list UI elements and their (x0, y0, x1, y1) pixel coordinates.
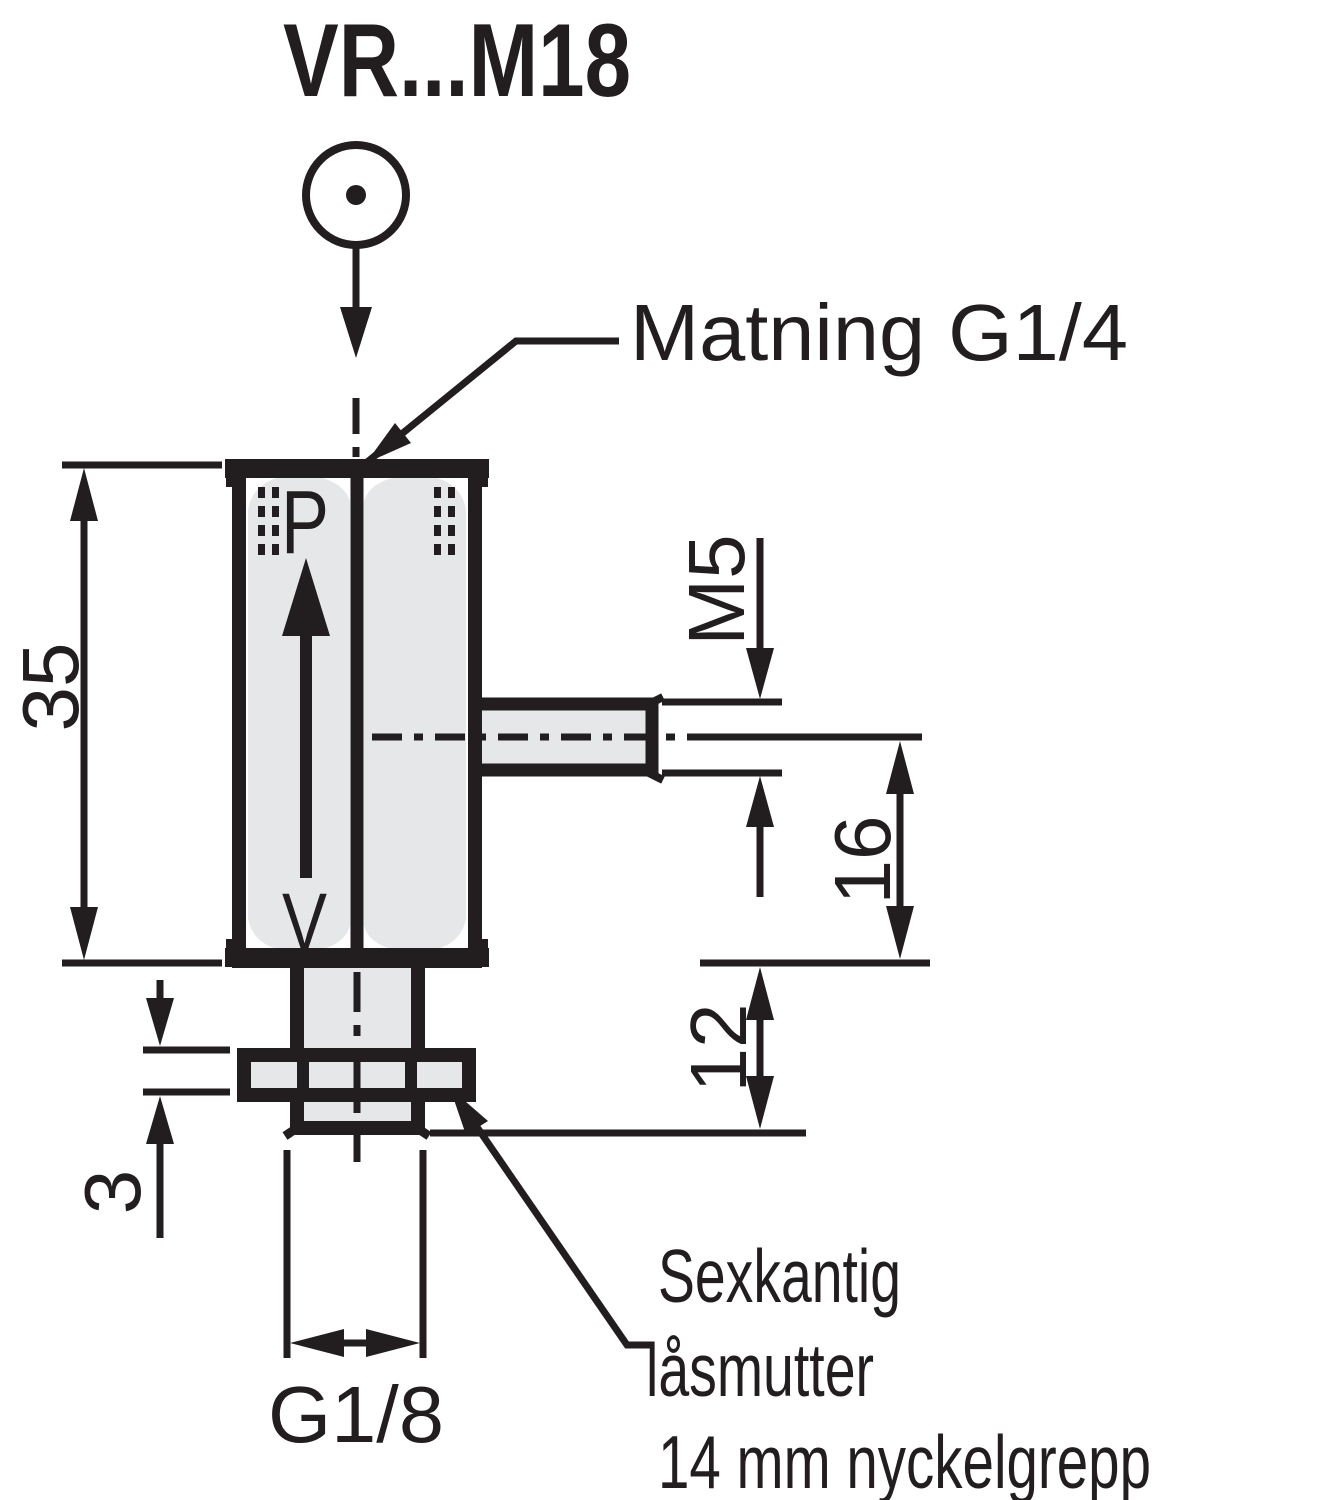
body-top-face (225, 459, 489, 478)
stem-chamfer-top (643, 693, 665, 710)
dim-text-35: 35 (6, 643, 95, 732)
dim-text-12: 12 (674, 1004, 763, 1093)
dim-text-m5: M5 (672, 534, 761, 645)
thread-dots-left (258, 487, 279, 555)
dimension-m5: M5 (662, 534, 782, 897)
arrow-head (746, 967, 774, 1020)
supply-label: Matning G1/4 (630, 288, 1128, 377)
bottom-corner-tick-right (479, 939, 488, 948)
dimension-16: 16 (700, 741, 930, 967)
dim-text-16: 16 (818, 816, 907, 905)
arrow-head (290, 1329, 344, 1357)
thread-dots-right (434, 487, 455, 555)
leader-arrow-head (366, 423, 411, 463)
stem-chamfer-bottom (643, 767, 665, 784)
drawing-title: VR...M18 (283, 3, 631, 119)
dimension-g18: G1/8 (268, 1150, 444, 1459)
supply-arrow-head (340, 307, 372, 358)
locknut-label-line2: låsmutter (646, 1328, 874, 1412)
arrow-head (746, 648, 774, 699)
arrow-head (70, 468, 98, 521)
arrow-head (886, 906, 914, 959)
supply-flow-symbol (302, 141, 410, 460)
bottom-corner-tick-left (226, 939, 235, 948)
arrow-head (886, 741, 914, 794)
body-facet-right (364, 475, 466, 952)
dim-text-3: 3 (68, 1170, 157, 1215)
leader-line (465, 1112, 652, 1349)
dim-text-g18: G1/8 (268, 1370, 444, 1459)
body-bottom-face (225, 948, 489, 967)
flow-arrow-shaft (300, 630, 312, 878)
leader-arrow-head (450, 1088, 488, 1135)
arrow-head (70, 907, 98, 960)
centerlines (353, 733, 922, 1162)
arrow-head (746, 1076, 774, 1129)
port-label-v: V (282, 877, 327, 968)
top-corner-tick-left (226, 478, 235, 487)
body-facet-left (248, 475, 350, 952)
arrow-head (366, 1329, 420, 1357)
flow-arrow-head (282, 558, 330, 636)
locknut-label-line3: 14 mm nyckelgrepp (658, 1420, 1151, 1500)
dimension-35: 35 (6, 461, 222, 967)
arrow-head (746, 776, 774, 827)
callout-supply: Matning G1/4 (363, 288, 1128, 466)
supply-circle-dot (346, 185, 366, 205)
port-label-p: P (281, 473, 329, 573)
dimension-3: 3 (68, 980, 230, 1238)
dimension-12: 12 (430, 967, 806, 1137)
stub-chamfer-right (408, 1120, 432, 1140)
locknut-label-line1: Sexkantig (658, 1234, 901, 1318)
callout-locknut: Sexkantig låsmutter 14 mm nyckelgrepp (450, 1088, 1151, 1500)
arrow-head (146, 998, 174, 1046)
arrow-head (146, 1096, 174, 1144)
valve-body: P V (225, 459, 489, 968)
stub-chamfer-left (282, 1120, 306, 1140)
top-corner-tick-right (479, 478, 488, 487)
leader-line (363, 337, 619, 466)
